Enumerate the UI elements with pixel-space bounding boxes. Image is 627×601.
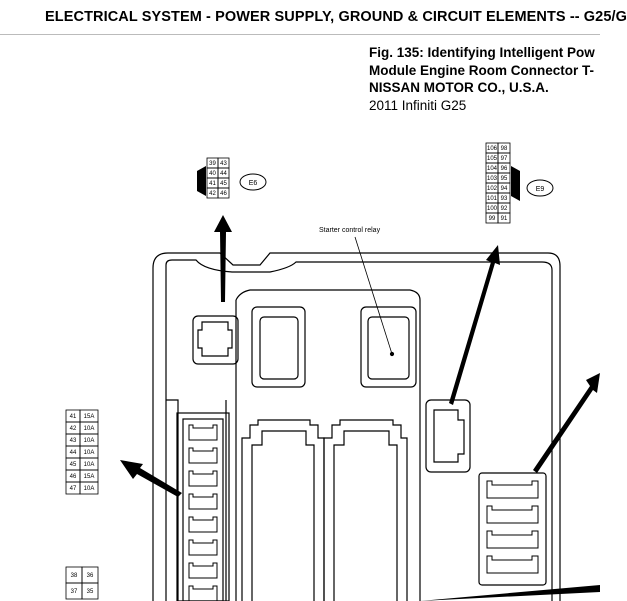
fuse-rating-cell-text: 15A [84, 414, 95, 420]
fuse-slot [188, 470, 218, 487]
e9-pin-cell-text: 97 [501, 156, 508, 162]
fuse-rating-cell-text: 10A [84, 450, 95, 456]
relay-socket-inner [259, 316, 299, 380]
e6-pin-cell-text: 43 [220, 161, 227, 167]
fuse-rating-cell-text: 42 [70, 426, 77, 432]
lower-pin-cell-text: 37 [71, 589, 78, 595]
e6-arrow [214, 215, 232, 302]
relay-leader-line [354, 236, 393, 355]
e9-pin-cell-text: 99 [489, 216, 496, 222]
lower-pin-cell-text: 36 [87, 573, 94, 579]
starter-relay-socket-inner [367, 316, 410, 380]
fuse-rating-cell-text: 10A [84, 438, 95, 444]
e9-label: E9 [536, 186, 545, 193]
e9-pin-cell-text: 101 [487, 196, 498, 202]
e9-label-bubble [526, 179, 554, 197]
e9-pin-cell-text: 98 [501, 146, 508, 152]
e9-pin-cell-text: 104 [487, 166, 498, 172]
lower-right-arrow [420, 585, 600, 601]
fuse-rating-cell-text: 44 [70, 450, 77, 456]
e9-socket [425, 399, 471, 473]
lower-pin-cell-text: 35 [87, 589, 94, 595]
figure-title-line-1: Fig. 135: Identifying Intelligent Pow [369, 45, 595, 60]
left-fuse-block-inner [182, 418, 224, 601]
fuse-slot [188, 447, 218, 464]
fuse-rating-cell-text: 41 [70, 414, 77, 420]
fuse-rating-cell-text: 46 [70, 474, 77, 480]
e6-connector-lock [197, 166, 206, 196]
fuse-slot [486, 505, 539, 524]
center-fuse-socket-left [241, 419, 325, 601]
fuse-slot [188, 562, 218, 579]
fuse-table-arrow [120, 460, 182, 497]
e9-pin-cell-text: 103 [487, 176, 498, 182]
page-header: ELECTRICAL SYSTEM - POWER SUPPLY, GROUND… [0, 0, 627, 35]
e6-socket-key [197, 321, 233, 357]
figure-title: Fig. 135: Identifying Intelligent Pow Mo… [369, 44, 595, 80]
page-title: ELECTRICAL SYSTEM - POWER SUPPLY, GROUND… [45, 9, 627, 25]
e9-pin-cell-text: 106 [487, 146, 498, 152]
e6-pin-cell [217, 187, 230, 199]
e9-pin-cell-text: 96 [501, 166, 508, 172]
center-fuse-socket-right-inner [333, 430, 398, 601]
e6-label: E6 [249, 180, 258, 187]
fuse-rating-cell-text: 43 [70, 438, 77, 444]
fuse-rating-cell-text: 45 [70, 462, 77, 468]
fuse-rating-cell-text: 10A [84, 462, 95, 468]
fuse-slot [188, 585, 218, 601]
e9-pin-cell-text: 102 [487, 186, 498, 192]
left-fuse-block [176, 412, 230, 601]
e6-label-bubble [239, 173, 267, 191]
starter-relay-socket [360, 306, 417, 388]
fuse-rating-cell [79, 481, 99, 495]
fuse-rating-cell-text: 47 [70, 486, 77, 492]
e6-pin-cell-text: 41 [209, 181, 216, 187]
fuse-slot [486, 530, 539, 549]
fuse-slot [188, 539, 218, 556]
e9-pin-cell-text: 95 [501, 176, 508, 182]
fuse-slot [188, 516, 218, 533]
e9-pin-cell-text: 91 [501, 216, 508, 222]
fuse-slot [188, 424, 218, 441]
e9-socket-key [433, 409, 465, 463]
e6-pin-cell-text: 45 [220, 181, 227, 187]
e6-pin-cell-text: 39 [209, 161, 216, 167]
right-fuse-block [478, 472, 547, 586]
fuse-rating-cell-text: 15A [84, 474, 95, 480]
starter-relay-label: Starter control relay [319, 227, 381, 234]
e6-socket [192, 315, 239, 365]
ipdm-housing-inner [165, 259, 553, 601]
fuse-slot [486, 555, 539, 574]
center-fuse-socket-left-inner [251, 430, 315, 601]
fuse-slot [486, 480, 539, 499]
e9-pin-cell [497, 212, 511, 224]
housing-rib [166, 399, 179, 601]
lower-pin-cell-text: 38 [71, 573, 78, 579]
e6-pin-cell-text: 46 [220, 191, 227, 197]
figure-maker: NISSAN MOTOR CO., U.S.A. [369, 80, 549, 95]
e9-pin-cell-text: 105 [487, 156, 498, 162]
fuse-slot [188, 493, 218, 510]
e9-pin-cell-text: 94 [501, 186, 508, 192]
lower-pin-cell [81, 582, 99, 600]
figure-model: 2011 Infiniti G25 [369, 98, 467, 113]
right-block-arrow [533, 373, 600, 473]
e9-pin-cell-text: 100 [487, 206, 498, 212]
fuse-rating-cell-text: 10A [84, 486, 95, 492]
e9-pin-cell-text: 92 [501, 206, 508, 212]
fuse-rating-cell-text: 10A [84, 426, 95, 432]
e6-pin-cell-text: 42 [209, 191, 216, 197]
e9-arrow [449, 245, 500, 405]
figure-title-line-2: Module Engine Room Connector T- [369, 63, 594, 78]
e9-pin-cell-text: 93 [501, 196, 508, 202]
housing-rib [235, 289, 421, 301]
center-fuse-socket-right [323, 419, 408, 601]
e9-connector-lock [511, 166, 520, 201]
e6-pin-cell-text: 40 [209, 171, 216, 177]
relay-socket [251, 306, 306, 388]
e6-pin-cell-text: 44 [220, 171, 227, 177]
ipdm-housing [152, 252, 561, 601]
